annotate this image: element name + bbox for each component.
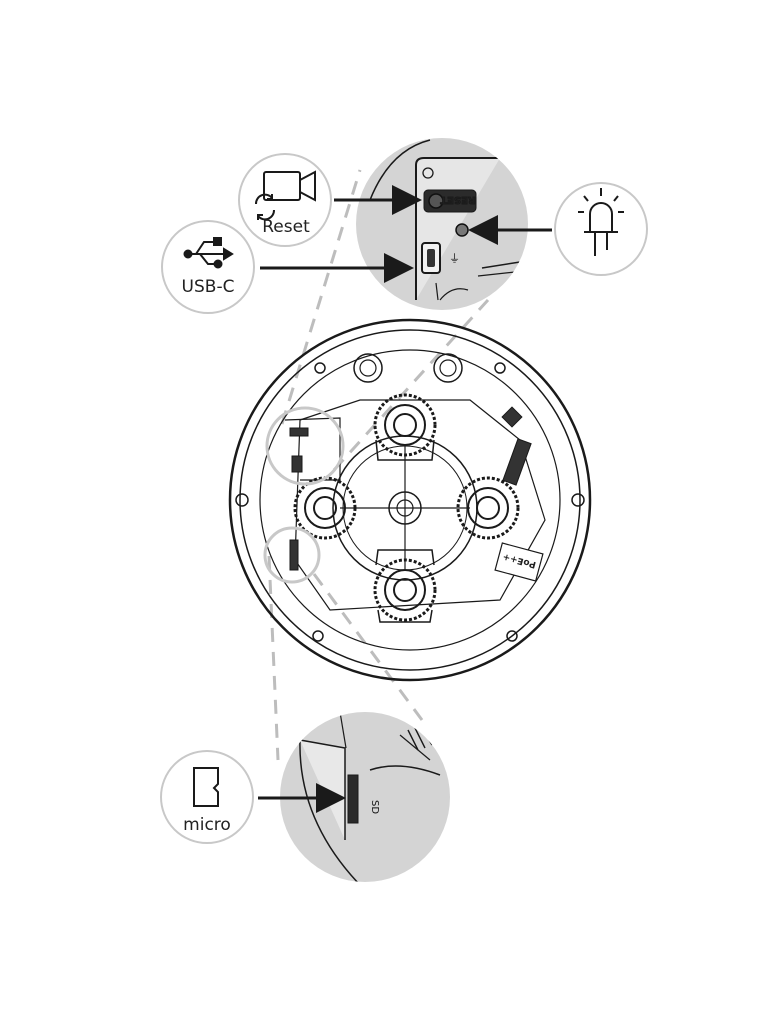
poe-label: PoE++ <box>494 542 544 582</box>
microsd-card-icon <box>193 767 219 807</box>
reset-label: Reset <box>262 217 310 237</box>
lens-right <box>456 476 520 540</box>
lens-left <box>293 476 357 540</box>
svg-text:SD: SD <box>369 800 380 814</box>
lens-bottom <box>373 549 437 623</box>
led-callout <box>554 182 648 276</box>
highlight-circle-microsd <box>263 526 321 584</box>
reset-text: RESET <box>440 194 476 205</box>
usb-c-callout: USB-C <box>161 220 255 314</box>
microsd-callout: micro <box>160 750 254 844</box>
camera-reset-icon <box>254 170 316 221</box>
svg-text:⏚: ⏚ <box>449 252 460 265</box>
led-icon <box>578 188 624 256</box>
zoom-detail-top: RESET ⏚ <box>356 138 528 310</box>
micro-label: micro <box>183 815 231 835</box>
reset-callout: Reset <box>238 153 332 247</box>
microsd-slot <box>347 774 359 824</box>
lens-top <box>373 393 437 461</box>
usb-icon <box>183 237 234 269</box>
usb-c-label: USB-C <box>182 277 235 297</box>
highlight-circle-ports <box>265 406 345 486</box>
top-mounts <box>353 353 463 383</box>
camera-top-view: PoE++ <box>228 318 592 682</box>
callout-arrows <box>258 185 552 813</box>
led-indicator <box>455 223 469 237</box>
zoom-guide-lines <box>267 169 490 761</box>
mounting-holes <box>235 362 585 642</box>
